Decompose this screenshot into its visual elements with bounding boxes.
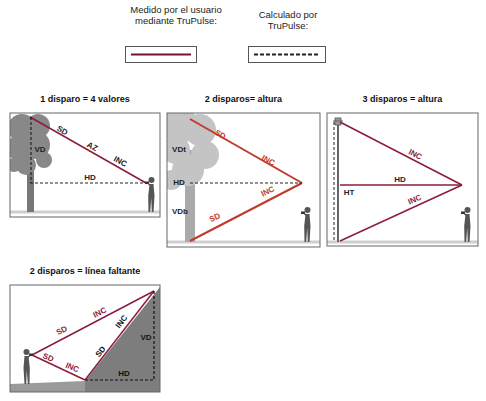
legend-sample [125, 46, 197, 63]
line-label: HD [118, 370, 130, 378]
panel: 1 disparo = 4 valores [10, 92, 160, 218]
panel-4-art [10, 287, 160, 392]
panel-3-art [327, 118, 478, 242]
line-label: SD [41, 352, 54, 364]
line-label: HD [173, 179, 185, 187]
line-label: SD [208, 212, 222, 224]
line-label: AZ [85, 141, 98, 153]
panel: 3 disparos = altura [327, 92, 478, 247]
line-label: HD [394, 176, 406, 184]
line-label: VDt [172, 146, 186, 154]
line-label: HD [84, 174, 96, 182]
line-label: SD [55, 125, 69, 137]
panel-title: 1 disparo = 4 valores [10, 94, 160, 104]
legend-sample [248, 46, 326, 63]
line-label: INC [407, 148, 423, 161]
legend-line [126, 47, 196, 62]
line-label: INC [112, 155, 128, 169]
panel-2-art [167, 113, 320, 242]
line-label: INC [92, 306, 108, 319]
line-label: VD [34, 146, 45, 154]
legend-text: Medido por el usuario mediante TruPulse: [115, 4, 237, 27]
panel: 2 disparos = línea faltante [10, 264, 160, 393]
line-label: INC [64, 362, 80, 375]
legend-line [249, 47, 325, 62]
panel-1-art [10, 114, 160, 212]
line-label: VDb [172, 208, 188, 216]
panel-title: 3 disparos = altura [327, 94, 478, 104]
line-label: HT [344, 189, 355, 197]
line-label: VD [140, 334, 151, 342]
legend-text: Calculado por TruPulse: [238, 9, 338, 32]
line-label: INC [115, 314, 130, 330]
line-label: SD [55, 325, 69, 337]
panel-title: 2 disparos= altura [167, 94, 320, 104]
panel: 2 disparos= altura [167, 92, 320, 248]
panel-title: 2 disparos = línea faltante [10, 266, 160, 276]
